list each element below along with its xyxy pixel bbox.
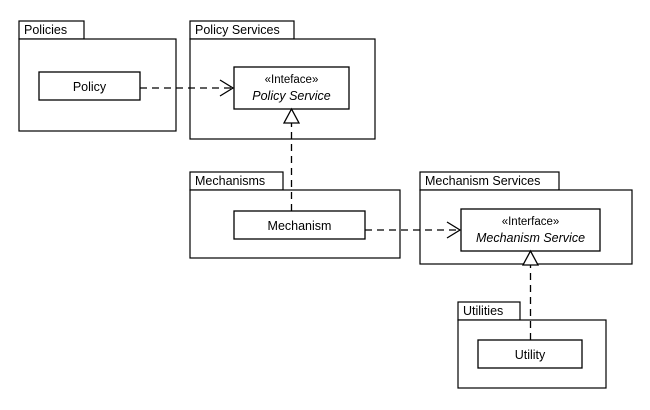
- relationship-utility-realizes-mechanism-service: [521, 249, 540, 340]
- class-policy-box[interactable]: [38, 71, 141, 101]
- interface-policy-service-stereotype: «Inteface»: [265, 74, 319, 86]
- relationship-policy-uses-policy-service: [140, 79, 235, 97]
- package-policies[interactable]: Policies Policy: [18, 20, 177, 132]
- package-mechanism-services[interactable]: Mechanism Services «Interface» Mechanism…: [419, 171, 633, 265]
- package-utilities[interactable]: Utilities Utility: [457, 301, 607, 389]
- interface-policy-service-box[interactable]: [233, 66, 350, 110]
- package-mechanisms[interactable]: Mechanisms Mechanism: [189, 171, 401, 259]
- package-utilities-label: Utilities: [463, 304, 503, 318]
- class-utility-label: Utility: [515, 348, 546, 362]
- class-utility-box[interactable]: [477, 339, 583, 369]
- class-policy-label: Policy: [73, 80, 107, 94]
- hollow-triangle-policy-service: [282, 107, 301, 124]
- relationship-mechanism-realizes-policy-service: [282, 107, 301, 211]
- interface-mechanism-service-stereotype: «Interface»: [502, 216, 560, 228]
- package-policy-services[interactable]: Policy Services «Inteface» Policy Servic…: [189, 20, 376, 140]
- class-mechanism-box[interactable]: [233, 210, 366, 240]
- package-policy-services-label: Policy Services: [195, 23, 280, 37]
- open-arrowhead-policy-service: [219, 79, 235, 97]
- interface-mechanism-service-box[interactable]: [460, 208, 601, 252]
- hollow-triangle-mechanism-service: [521, 249, 540, 266]
- interface-policy-service-label: Policy Service: [252, 89, 331, 103]
- open-arrowhead-mechanism-service: [446, 221, 462, 239]
- package-policies-label: Policies: [24, 23, 67, 37]
- relationship-mechanism-uses-mechanism-service: [365, 221, 462, 239]
- class-mechanism-label: Mechanism: [268, 219, 332, 233]
- package-mechanism-services-label: Mechanism Services: [425, 174, 540, 188]
- package-mechanisms-label: Mechanisms: [195, 174, 265, 188]
- interface-mechanism-service-label: Mechanism Service: [476, 231, 585, 245]
